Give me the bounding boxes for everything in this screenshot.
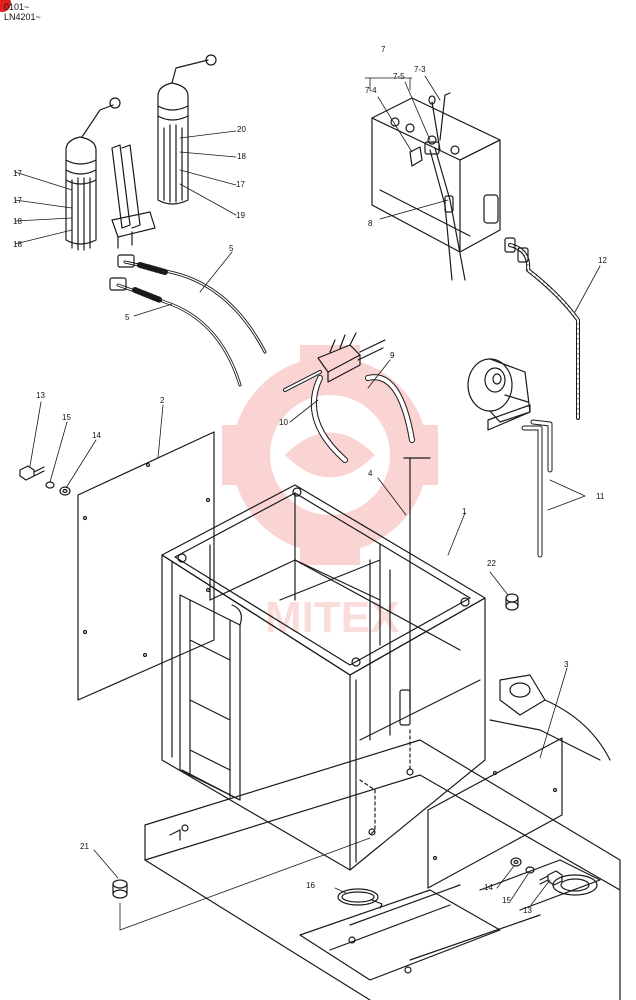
watermark-text: MITEX <box>265 593 399 642</box>
callout-19: 19 <box>236 211 245 220</box>
cable-part-5-upper <box>117 254 267 354</box>
corner-badge-icon <box>0 0 11 12</box>
hose-part-9 <box>365 374 415 443</box>
bushing-part-21 <box>112 879 128 899</box>
leader-lines <box>14 75 601 931</box>
callout-21: 21 <box>80 842 89 851</box>
callout-12: 12 <box>598 256 607 265</box>
base-frame <box>144 674 621 1000</box>
switch-part-7-4 <box>409 146 423 167</box>
side-panel-part-2 <box>77 431 215 701</box>
motor-unit <box>467 358 531 431</box>
lever-boot-left <box>65 97 121 251</box>
callout-22: 22 <box>487 559 496 568</box>
cable-harness-part-12 <box>504 237 580 420</box>
watermark-logo <box>222 345 438 565</box>
callout-3: 3 <box>564 660 569 669</box>
hose-clamp-part-16 <box>337 888 383 909</box>
callout-13a: 13 <box>36 391 45 400</box>
cable-part-8 <box>424 141 466 281</box>
serial-range-2: LN4201~ <box>4 12 41 22</box>
callout-2: 2 <box>160 396 165 405</box>
control-valve <box>317 332 386 383</box>
callout-17a: 17 <box>13 169 22 178</box>
serial-range-1: 0101~ <box>4 2 30 12</box>
callout-18a: 18 <box>13 217 22 226</box>
main-box-frame <box>161 484 486 871</box>
callout-17c: 17 <box>236 180 245 189</box>
callout-15b: 15 <box>502 896 511 905</box>
control-box-part-7 <box>371 92 501 253</box>
callout-14b: 14 <box>484 883 493 892</box>
callout-20: 20 <box>237 125 246 134</box>
rod-part-4 <box>399 457 431 726</box>
callout-1: 1 <box>462 507 467 516</box>
bolt-13-right <box>539 870 563 886</box>
callout-5a: 5 <box>229 244 234 253</box>
callout-18b: 18 <box>13 240 22 249</box>
callout-18c: 18 <box>237 152 246 161</box>
callout-4: 4 <box>368 469 373 478</box>
callout-15a: 15 <box>62 413 71 422</box>
washer-15-right <box>525 866 535 874</box>
callout-7-5: 7-5 <box>393 72 405 81</box>
callout-7-3: 7-3 <box>414 65 426 74</box>
bushing-part-22 <box>505 593 519 611</box>
callout-7: 7 <box>381 45 386 54</box>
hose-part-10 <box>283 370 348 463</box>
callout-8: 8 <box>368 219 373 228</box>
pipe-part-11 <box>521 419 553 558</box>
lever-boot-right <box>157 54 217 205</box>
nut-14-left <box>59 486 71 496</box>
callout-13b: 13 <box>523 906 532 915</box>
cable-part-5-lower <box>109 277 242 387</box>
bolt-13-left <box>19 465 45 481</box>
washer-15-left <box>45 481 55 489</box>
callout-7-4: 7-4 <box>365 86 377 95</box>
callout-10: 10 <box>279 418 288 427</box>
callout-11: 11 <box>596 492 605 501</box>
callout-5b: 5 <box>125 313 130 322</box>
callout-17b: 17 <box>13 196 22 205</box>
callout-9: 9 <box>390 351 395 360</box>
side-panel-part-3 <box>427 737 563 889</box>
lever-bracket <box>111 144 156 249</box>
nut-14-right <box>510 857 522 867</box>
callout-labels: 1 2 3 4 5 5 7 7-3 7-4 7-5 8 9 10 11 12 1… <box>13 45 607 915</box>
callout-16: 16 <box>306 881 315 890</box>
callout-14a: 14 <box>92 431 101 440</box>
